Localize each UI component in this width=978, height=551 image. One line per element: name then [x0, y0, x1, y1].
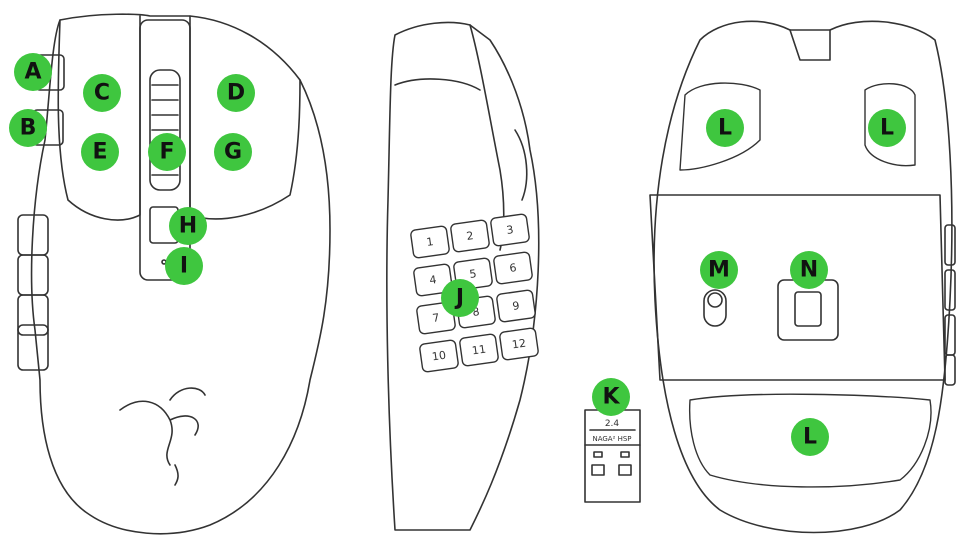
- callout-c: C: [83, 74, 121, 112]
- callout-letter: N: [800, 258, 818, 283]
- bottom-wheel-gap: [789, 29, 831, 61]
- callout-letter: A: [24, 60, 41, 85]
- side-key-6[interactable]: 6: [493, 251, 533, 285]
- dongle-model-label: NAGA² HSP: [592, 435, 631, 443]
- callout-n: N: [790, 251, 828, 289]
- callout-b: B: [9, 109, 47, 147]
- callout-j: J: [441, 279, 479, 317]
- callout-l2: L: [868, 109, 906, 147]
- scroll-wheel[interactable]: [149, 69, 181, 191]
- right-button-outline: [189, 15, 301, 220]
- side-key-2[interactable]: 2: [450, 219, 490, 253]
- callout-letter: L: [880, 116, 894, 141]
- side-key-label: 5: [469, 267, 478, 281]
- callout-l3: L: [791, 418, 829, 456]
- bottom-side-keypad-edge: [944, 224, 956, 386]
- callout-letter: I: [180, 254, 188, 279]
- side-key-label: 2: [466, 229, 475, 243]
- side-key-3[interactable]: 3: [490, 213, 530, 247]
- callout-labels: A B C D E F G HI J K L L L M N: [9, 53, 906, 456]
- callout-k: K: [592, 378, 630, 416]
- callout-a: A: [14, 53, 52, 91]
- side-key-label: 4: [429, 273, 438, 287]
- side-key-label: 8: [472, 305, 481, 319]
- callout-letter: L: [718, 116, 732, 141]
- left-button-outline: [57, 15, 141, 221]
- side-key-label: 11: [471, 343, 487, 358]
- side-key-9[interactable]: 9: [496, 289, 536, 323]
- side-key-10[interactable]: 10: [419, 339, 459, 373]
- side-key-label: 7: [432, 311, 441, 325]
- callout-m: M: [700, 251, 738, 289]
- callout-letter: D: [227, 81, 245, 106]
- callout-d: D: [217, 74, 255, 112]
- callout-f: F: [148, 133, 186, 171]
- callout-letter: M: [708, 258, 730, 283]
- side-key-4[interactable]: 4: [413, 263, 453, 297]
- sensor-housing: [777, 279, 839, 341]
- callout-letter: C: [94, 81, 110, 106]
- callout-letter: L: [803, 425, 817, 450]
- callout-letter: K: [602, 385, 620, 410]
- side-contour: [469, 24, 505, 251]
- sensitivity-switch[interactable]: [703, 289, 727, 327]
- callout-letter: B: [20, 116, 37, 141]
- side-key-label: 1: [426, 235, 435, 249]
- side-view-outline: [386, 21, 540, 531]
- callout-h: H: [169, 207, 207, 245]
- callout-letter: F: [159, 140, 174, 165]
- usb-dongle: 2.4 NAGA² HSP: [584, 409, 641, 503]
- side-key-label: 6: [509, 261, 518, 275]
- razer-logo-icon: [119, 387, 206, 486]
- side-key-label: 12: [511, 337, 527, 352]
- side-key-12[interactable]: 12: [499, 327, 539, 361]
- callout-e: E: [81, 133, 119, 171]
- center-channel: [139, 19, 191, 281]
- callout-g: G: [214, 133, 252, 171]
- callout-l1: L: [706, 109, 744, 147]
- callout-i: I: [165, 247, 203, 285]
- callout-letter: J: [454, 286, 464, 311]
- side-key-label: 9: [512, 299, 521, 313]
- side-wheel: [514, 129, 528, 201]
- side-button-edge: [394, 78, 481, 91]
- callout-letter: G: [224, 140, 242, 165]
- bottom-panel: [649, 194, 946, 381]
- top-view-outline: [30, 13, 331, 535]
- callout-letter: E: [92, 140, 107, 165]
- dongle-label-2-4: 2.4: [605, 419, 620, 429]
- callout-letter: H: [179, 214, 197, 239]
- sensor: [794, 291, 822, 327]
- side-key-1[interactable]: 1: [410, 225, 450, 259]
- side-key-label: 10: [431, 349, 447, 364]
- side-key-label: 3: [506, 223, 515, 237]
- side-key-11[interactable]: 11: [459, 333, 499, 367]
- top-side-keypad: [17, 214, 49, 371]
